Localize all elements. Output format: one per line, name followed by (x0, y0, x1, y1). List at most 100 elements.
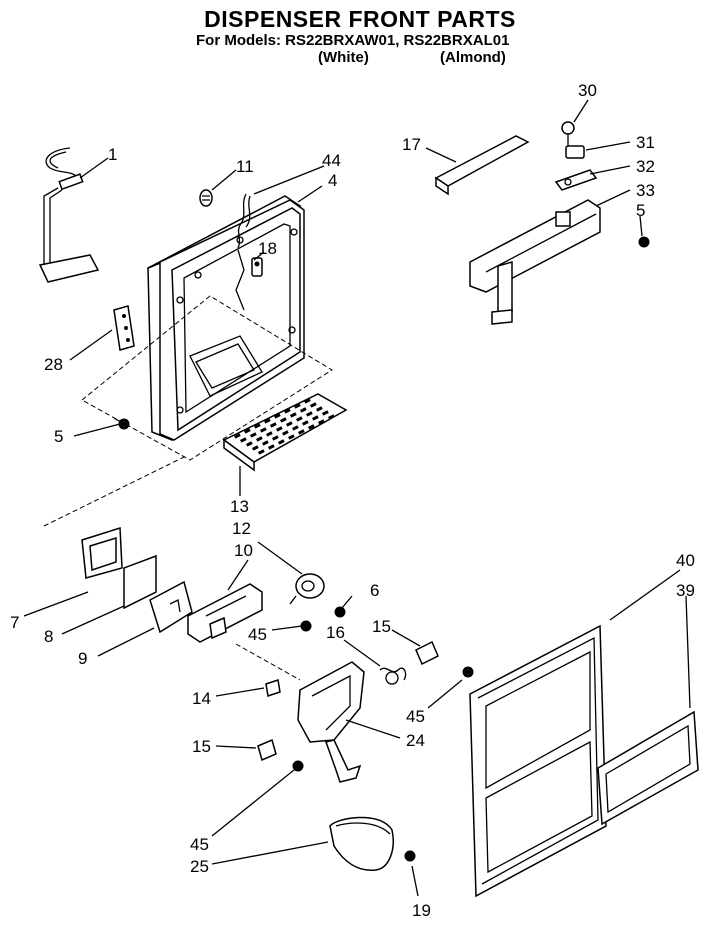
callout-17: 17 (402, 135, 421, 154)
grille-slot (246, 441, 253, 447)
callout-1: 1 (108, 145, 117, 164)
grille-slot (278, 439, 285, 445)
grille-slot (284, 408, 291, 414)
callout-45-c: 45 (190, 835, 209, 854)
callout-19: 19 (412, 901, 431, 920)
assembly-line-24 (235, 643, 301, 681)
grille-slot (306, 411, 313, 417)
part-28-clip (113, 305, 135, 351)
callout-39: 39 (676, 581, 695, 600)
callout-8: 8 (44, 627, 53, 646)
part-16-spring (379, 667, 407, 685)
callout-40: 40 (676, 551, 695, 570)
models-line: For Models: RS22BRXAW01, RS22BRXAL01 (196, 32, 510, 49)
callout-10: 10 (234, 541, 253, 560)
callout-45-a: 45 (248, 625, 267, 644)
grille-slot (290, 412, 297, 418)
grille-slot (317, 419, 325, 425)
part-32-plate (554, 169, 598, 191)
part-31-actuator (565, 145, 585, 159)
part-13-grille (222, 393, 348, 472)
variant-white: (White) (318, 49, 369, 66)
callout-9: 9 (78, 649, 87, 668)
callout-14: 14 (192, 689, 211, 708)
grille-slot (266, 431, 273, 437)
callout-15-left: 15 (192, 737, 211, 756)
part-6-screw (334, 606, 346, 618)
callout-24: 24 (406, 731, 425, 750)
grille-slot (300, 407, 307, 413)
part-33-bracket (469, 199, 601, 325)
part-45-screw-c (292, 760, 304, 772)
part-44-wire (235, 193, 251, 311)
grille-slot (239, 437, 247, 443)
grille-slot (260, 427, 267, 433)
grille-slot (302, 420, 309, 426)
callout-16: 16 (326, 623, 345, 642)
grille-slot (298, 429, 305, 435)
part-15-pivot-left (257, 738, 277, 762)
part-4-dispenser-housing (147, 195, 305, 442)
grille-slot (256, 436, 263, 442)
callout-5-left: 5 (54, 427, 63, 446)
grille-slot (286, 421, 293, 427)
part-12-solenoid (289, 573, 325, 605)
leader-lines (23, 99, 691, 897)
grille-slot (296, 416, 303, 422)
grille-slot (253, 423, 261, 429)
part-25-funnel (329, 816, 394, 871)
grille-slot (257, 449, 265, 455)
callout-labels: 1 4 11 44 18 28 5 13 17 30 31 32 33 5 12… (10, 81, 695, 920)
part-45-screw-a (300, 620, 312, 632)
callout-15-right: 15 (372, 617, 391, 636)
callout-30: 30 (578, 81, 597, 100)
grille-slot (270, 422, 277, 428)
callout-31: 31 (636, 133, 655, 152)
part-5-screw-left (113, 417, 130, 430)
grille-slot (252, 445, 259, 451)
callout-6: 6 (370, 581, 379, 600)
grille-slot (308, 424, 315, 430)
part-7-button (81, 526, 123, 579)
grille-slot (312, 415, 319, 421)
grille-slot (322, 410, 329, 416)
callout-32: 32 (636, 157, 655, 176)
assembly-plane (81, 295, 333, 461)
grille-slot (282, 430, 289, 436)
grille-slot (271, 435, 279, 441)
grille-slot (293, 403, 301, 409)
part-8-film (123, 554, 157, 610)
part-18-switch (251, 257, 263, 277)
grille-slot (316, 406, 323, 412)
grille-slot (268, 444, 275, 450)
grille-slot (234, 433, 241, 439)
callout-11: 11 (236, 157, 254, 176)
part-39-window (597, 710, 699, 826)
part-11-screw (199, 189, 213, 207)
grille-slot (244, 428, 251, 434)
grille-slot (276, 426, 283, 432)
part-45-screw-b (462, 666, 474, 678)
callout-33: 33 (636, 181, 655, 200)
part-10-bracket (187, 583, 263, 643)
grille-slot (274, 413, 281, 419)
assembly-line-7 (43, 455, 187, 527)
callout-45-b: 45 (406, 707, 425, 726)
grille-slot (250, 432, 257, 438)
part-19-screw (404, 850, 416, 862)
page-title: DISPENSER FRONT PARTS (204, 6, 516, 32)
part-15-pivot-right (415, 640, 439, 666)
grille-slot (262, 440, 269, 446)
variant-almond: (Almond) (440, 49, 506, 66)
grille-slot (310, 402, 317, 408)
callout-13: 13 (230, 497, 249, 516)
grille-slot (304, 398, 311, 404)
grille-slot (264, 418, 271, 424)
callout-44: 44 (322, 151, 341, 170)
grille-slot (279, 417, 287, 423)
callout-12: 12 (232, 519, 251, 538)
callout-7: 7 (10, 613, 19, 632)
part-30-screw (561, 121, 575, 135)
part-24-lever-arm (297, 661, 365, 783)
